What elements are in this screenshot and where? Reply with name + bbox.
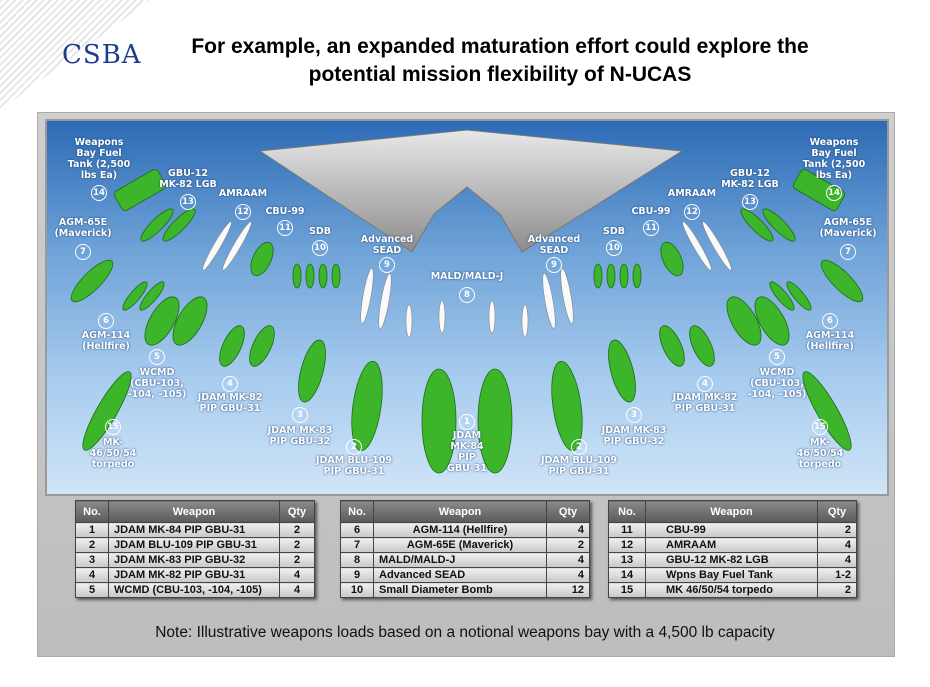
label-mk83-right: JDAM MK-83 PIP GBU-32 bbox=[601, 425, 667, 447]
marker-6: 6 bbox=[98, 313, 114, 329]
label-amraam: AMRAAM bbox=[218, 188, 268, 199]
marker-6-right: 6 bbox=[822, 313, 838, 329]
header-qty: Qty bbox=[279, 500, 315, 523]
marker-13-right: 13 bbox=[742, 194, 758, 210]
marker-2: 2 bbox=[346, 439, 362, 455]
header-qty: Qty bbox=[546, 500, 590, 523]
label-cbu99: CBU-99 bbox=[265, 206, 305, 217]
label-blu109: JDAM BLU-109 PIP GBU-31 bbox=[316, 455, 392, 477]
title-line-2: potential mission flexibility of N-UCAS bbox=[308, 63, 692, 86]
header-qty: Qty bbox=[817, 500, 857, 523]
header-no: No. bbox=[608, 500, 646, 523]
weapon-shapes bbox=[70, 169, 864, 474]
label-torpedo: MK- 46/50/54 torpedo bbox=[89, 437, 137, 470]
header-no: No. bbox=[75, 500, 109, 523]
label-gbu12-right: GBU-12 MK-82 LGB bbox=[721, 168, 779, 190]
slide-title: For example, an expanded maturation effo… bbox=[150, 33, 850, 89]
label-agm114: AGM-114 (Hellfire) bbox=[81, 330, 131, 352]
n-ucas-aircraft bbox=[258, 129, 684, 253]
header-weapon: Weapon bbox=[108, 500, 280, 523]
title-line-1: For example, an expanded maturation effo… bbox=[191, 35, 809, 58]
label-wcmd: WCMD (CBU-103, -104, -105) bbox=[127, 367, 187, 400]
csba-logo: CSBA bbox=[62, 40, 142, 70]
marker-7: 7 bbox=[75, 244, 91, 260]
label-cbu99-right: CBU-99 bbox=[631, 206, 671, 217]
label-sdb: SDB bbox=[309, 226, 331, 237]
label-wcmd-right: WCMD (CBU-103, -104, -105) bbox=[747, 367, 807, 400]
marker-9: 9 bbox=[379, 257, 395, 273]
marker-4-right: 4 bbox=[697, 376, 713, 392]
label-torpedo-right: MK- 46/50/54 torpedo bbox=[796, 437, 844, 470]
marker-3-right: 3 bbox=[626, 407, 642, 423]
marker-10: 10 bbox=[312, 240, 328, 256]
marker-8: 8 bbox=[459, 287, 475, 303]
white-missile-shapes bbox=[202, 221, 732, 338]
label-sead: Advanced SEAD bbox=[360, 234, 414, 256]
weapons-art bbox=[70, 129, 864, 474]
marker-5: 5 bbox=[149, 349, 165, 365]
header-weapon: Weapon bbox=[373, 500, 547, 523]
marker-15: 15 bbox=[105, 419, 121, 435]
label-mk83: JDAM MK-83 PIP GBU-32 bbox=[267, 425, 333, 447]
marker-3: 3 bbox=[292, 407, 308, 423]
marker-1: 1 bbox=[459, 414, 475, 430]
label-amraam-right: AMRAAM bbox=[667, 188, 717, 199]
marker-13: 13 bbox=[180, 194, 196, 210]
marker-5-right: 5 bbox=[769, 349, 785, 365]
label-mk82: JDAM MK-82 PIP GBU-31 bbox=[197, 392, 263, 414]
marker-9-right: 9 bbox=[546, 257, 562, 273]
marker-7-right: 7 bbox=[840, 244, 856, 260]
marker-14: 14 bbox=[91, 185, 107, 201]
marker-14-right: 14 bbox=[826, 185, 842, 201]
marker-11: 11 bbox=[277, 220, 293, 236]
marker-4: 4 bbox=[222, 376, 238, 392]
marker-12-right: 12 bbox=[684, 204, 700, 220]
marker-12: 12 bbox=[235, 204, 251, 220]
label-agm114-right: AGM-114 (Hellfire) bbox=[805, 330, 855, 352]
marker-2-right: 2 bbox=[571, 439, 587, 455]
header-no: No. bbox=[340, 500, 374, 523]
label-mk84: JDAM MK-84 PIP GBU-31 bbox=[447, 430, 487, 474]
label-mald: MALD/MALD-J bbox=[430, 271, 504, 282]
label-agm65-right: AGM-65E (Maverick) bbox=[819, 217, 877, 239]
label-sdb-right: SDB bbox=[603, 226, 625, 237]
label-fuel-tank: Weapons Bay Fuel Tank (2,500 lbs Ea) bbox=[67, 137, 131, 181]
label-gbu12: GBU-12 MK-82 LGB bbox=[159, 168, 217, 190]
footnote: Note: Illustrative weapons loads based o… bbox=[155, 624, 775, 641]
header-weapon: Weapon bbox=[645, 500, 818, 523]
label-fuel-tank-right: Weapons Bay Fuel Tank (2,500 lbs Ea) bbox=[802, 137, 866, 181]
label-sead-right: Advanced SEAD bbox=[527, 234, 581, 256]
weapons-illustration: Weapons Bay Fuel Tank (2,500 lbs Ea) 14 … bbox=[45, 119, 889, 496]
marker-10-right: 10 bbox=[606, 240, 622, 256]
marker-15-right: 15 bbox=[812, 419, 828, 435]
label-agm65: AGM-65E (Maverick) bbox=[54, 217, 112, 239]
label-mk82-right: JDAM MK-82 PIP GBU-31 bbox=[672, 392, 738, 414]
label-blu109-right: JDAM BLU-109 PIP GBU-31 bbox=[541, 455, 617, 477]
marker-11-right: 11 bbox=[643, 220, 659, 236]
